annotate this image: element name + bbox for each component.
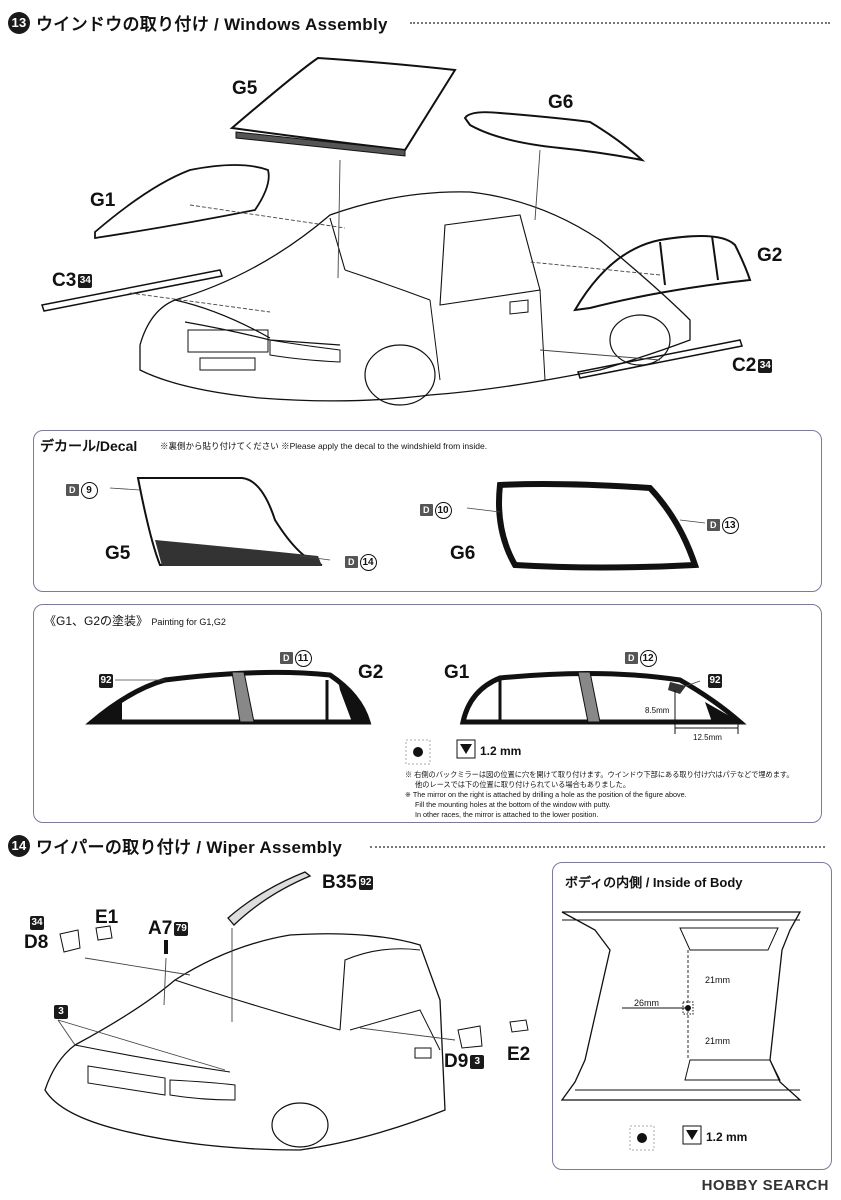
header-divider [410, 22, 830, 24]
paint-panel-subtitle: Painting for G1,G2 [151, 617, 226, 627]
part-b35-label: B35 [322, 872, 357, 893]
decal-letter: D [66, 484, 79, 496]
decal-number: 12 [639, 649, 657, 667]
note-line: Fill the mounting holes at the bottom of… [415, 800, 611, 809]
decal-panel-title: デカール/Decal [40, 438, 138, 454]
step-title: ワイパーの取り付け / Wiper Assembly [36, 838, 343, 857]
paint-notes: ※ 右側のバックミラーは図の位置に穴を開けて取り付けます。ウインドウ下部にある取… [405, 770, 805, 820]
part-e1: E1 [95, 907, 119, 928]
paint-panel [33, 604, 822, 823]
step-title: ウインドウの取り付け / Windows Assembly [36, 15, 388, 34]
windshield-g5-part [41, 56, 752, 406]
decal-number: 13 [721, 516, 739, 534]
decal-letter: D [707, 519, 720, 531]
step-14-header: 14 ワイパーの取り付け / Wiper Assembly [8, 833, 342, 858]
note-line: ※ 右側のバックミラーは図の位置に穴を開けて取り付けます。ウインドウ下部にある取… [405, 770, 794, 779]
color-chip: 34 [78, 273, 93, 288]
part-label-g2: G2 [757, 245, 783, 266]
inside-body-panel [552, 862, 832, 1170]
paint-panel-title-row: 《G1、G2の塗装》 Painting for G1,G2 [44, 612, 226, 629]
color-chip: 79 [174, 921, 189, 936]
step-number: 14 [8, 834, 30, 857]
part-label-g6: G6 [548, 92, 574, 113]
drill-size: 1.2 mm [480, 744, 522, 758]
color-chip: 34 [758, 358, 773, 373]
step-13-header: 13 ウインドウの取り付け / Windows Assembly [8, 10, 388, 35]
decal-letter: D [280, 652, 293, 664]
dim-width: 12.5mm [693, 733, 722, 742]
decal-number: 10 [434, 501, 452, 519]
part-label-g5: G5 [232, 78, 258, 99]
decal-number: 14 [359, 553, 377, 571]
part-color-3: 3 [52, 1003, 68, 1021]
color-chip: 92 [358, 875, 373, 890]
part-e2: E2 [507, 1044, 531, 1065]
part-c3-label: C3 [52, 270, 77, 291]
paint-panel-title: 《G1、G2の塗装》 [44, 614, 149, 628]
paint-color-chip-g2: 92 [97, 672, 113, 690]
inside-dim-top: 21mm [705, 975, 731, 985]
decal-label-g5: G5 [105, 543, 131, 564]
paint-diagram [85, 669, 747, 765]
decal-diagram [109, 477, 706, 571]
paint-label-g2: G2 [358, 662, 384, 683]
part-label-g1: G1 [90, 190, 116, 211]
step-number: 13 [8, 11, 30, 34]
decal-number: 11 [294, 649, 312, 667]
header-divider [370, 846, 825, 848]
decal-label-g6: G6 [450, 543, 476, 564]
part-d8: D8 [24, 932, 49, 953]
decal-letter: D [345, 556, 358, 568]
color-chip: 92 [99, 673, 113, 688]
watermark: HOBBY SEARCH [701, 1177, 829, 1194]
inside-dim-bottom: 21mm [705, 1036, 731, 1046]
color-chip: 3 [470, 1054, 485, 1069]
inside-body-title: ボディの内側 / Inside of Body [565, 875, 743, 890]
decal-letter: D [625, 652, 638, 664]
part-d9-label: D9 [444, 1051, 469, 1072]
note-line: ※ The mirror on the right is attached by… [405, 790, 687, 799]
color-chip: 92 [708, 673, 722, 688]
decal-panel-note: ※裏側から貼り付けてください ※Please apply the decal t… [160, 441, 488, 451]
part-c2-label: C2 [732, 355, 757, 376]
paint-color-chip-g1: 92 [706, 672, 722, 690]
color-chip: 34 [30, 915, 44, 930]
note-line: In other races, the mirror is attached t… [415, 810, 599, 819]
part-d8-chip: 34 [28, 914, 44, 932]
note-line: 他のレースでは下の位置に取り付けられている場合もありました。 [415, 780, 631, 789]
decal-letter: D [420, 504, 433, 516]
decal-number: 9 [80, 481, 98, 499]
dim-height: 8.5mm [645, 706, 670, 715]
paint-label-g1: G1 [444, 662, 470, 683]
inside-drill-size: 1.2 mm [706, 1130, 748, 1144]
color-chip: 3 [54, 1004, 68, 1019]
part-a7-label: A7 [148, 918, 173, 939]
inside-dim-left: 26mm [634, 998, 660, 1008]
